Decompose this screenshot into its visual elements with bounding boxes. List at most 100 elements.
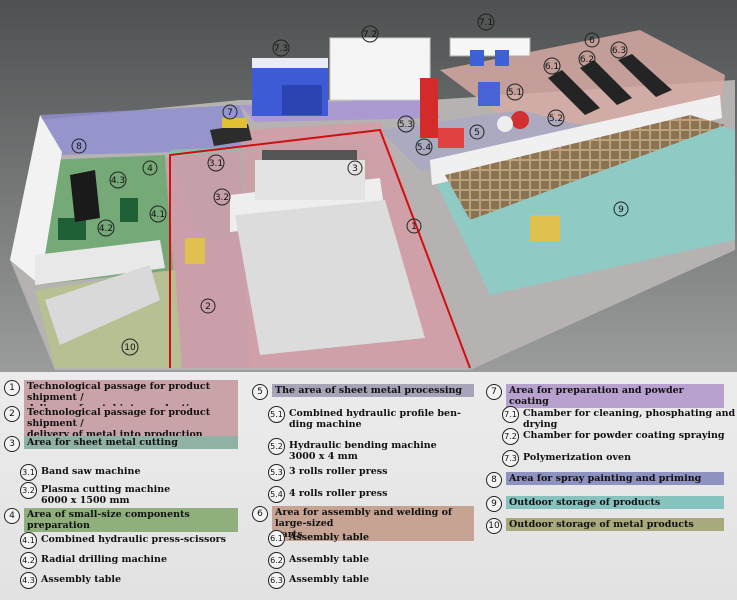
callout-circle — [547, 109, 565, 127]
legend-number: 5.2 — [268, 438, 285, 455]
callout-circle — [543, 57, 561, 75]
callout-label: 7.1 — [479, 18, 493, 28]
callout-circle — [200, 298, 216, 314]
legend-number: 6 — [252, 506, 268, 522]
legend-subitem: 6.3 Assembly table — [268, 572, 369, 589]
legend-number: 7.3 — [502, 450, 519, 467]
callout-label: 4.2 — [99, 224, 113, 234]
forklift — [185, 238, 205, 264]
legend-number: 9 — [486, 496, 502, 512]
callout-label: 6.1 — [545, 62, 559, 72]
legend-subitem: 7.3 Polymerization oven — [502, 450, 631, 467]
wall-left — [10, 115, 62, 285]
callout-label: 5.3 — [399, 120, 413, 130]
legend-number: 10 — [486, 518, 502, 534]
workshop-3d-layout: 1233.13.244.14.24.355.15.25.35.466.16.26… — [0, 0, 737, 372]
legend-number: 3.2 — [20, 482, 37, 499]
callout-circle — [71, 138, 87, 154]
legend-item: 10 Outdoor storage of metal products — [486, 518, 724, 534]
legend-subitem: 6.2 Assembly table — [268, 552, 369, 569]
legend-number: 5.1 — [268, 406, 285, 423]
wall-divider — [35, 240, 165, 285]
callout-label: 9 — [618, 205, 624, 215]
legend-label: Combined hydraulic press-scissors — [41, 534, 227, 545]
callout-circle — [272, 39, 290, 57]
callout-label: 6.2 — [580, 55, 594, 65]
legend-label: Band saw machine — [41, 466, 141, 477]
legend-number: 7.2 — [502, 428, 519, 445]
callout-circle — [142, 160, 158, 176]
metal-sheet-stack-1 — [235, 200, 425, 355]
callout-label: 10 — [124, 343, 136, 353]
callout-label: 3.2 — [215, 193, 229, 203]
legend-label: Chamber for powder coating spraying — [523, 430, 725, 441]
callout-circle — [610, 41, 628, 59]
callout-circle — [469, 124, 485, 140]
legend-number: 6.3 — [268, 572, 285, 589]
legend-label: Area of small-size components preparatio… — [24, 508, 238, 532]
legend-number: 5.3 — [268, 464, 285, 481]
callout-label: 1 — [411, 222, 417, 232]
legend-number: 4 — [4, 508, 20, 524]
callout-circle — [109, 171, 127, 189]
legend-number: 8 — [486, 472, 502, 488]
legend-number: 5.4 — [268, 486, 285, 503]
assembly-table-6-3 — [618, 54, 672, 97]
legend-subitem: 5.4 4 rolls roller press — [268, 486, 387, 503]
legend-number: 6.1 — [268, 530, 285, 547]
callout-label: 3 — [352, 164, 358, 174]
legend-label: Chamber for cleaning, phosphating and dr… — [523, 408, 736, 430]
legend-label: Area for sheet metal cutting — [24, 436, 238, 449]
callout-circle — [477, 13, 495, 31]
legend-label: 4 rolls roller press — [289, 488, 388, 499]
legend-label: 3 rolls roller press — [289, 466, 388, 477]
legend-label: Polymerization oven — [523, 452, 631, 463]
callout-label: 4 — [147, 164, 153, 174]
callout-circle — [121, 338, 139, 356]
legend-label: Outdoor storage of metal products — [506, 518, 724, 531]
forklift-outdoor — [530, 215, 560, 241]
callout-markers: 1233.13.244.14.24.355.15.25.35.466.16.26… — [71, 13, 629, 356]
press-scissors — [120, 198, 138, 222]
metal-sheet-stack-10 — [45, 265, 160, 345]
callout-circle — [415, 138, 433, 156]
callout-circle — [361, 25, 379, 43]
assembly-table-4-3 — [70, 170, 100, 222]
callout-circle — [207, 154, 225, 172]
legend-number: 2 — [4, 406, 20, 422]
legend-number: 4.1 — [20, 532, 37, 549]
legend-label: Assembly table — [41, 574, 122, 585]
callout-label: 4.3 — [111, 176, 125, 186]
zone-6 — [440, 30, 725, 130]
callout-circle — [406, 218, 422, 234]
assembly-table-6-1 — [548, 70, 600, 115]
legend-label: Assembly table — [289, 554, 370, 565]
legend-number: 3 — [4, 436, 20, 452]
callout-circle — [584, 32, 600, 48]
callout-circle — [213, 188, 231, 206]
callout-circle — [97, 219, 115, 237]
legend-number: 6.2 — [268, 552, 285, 569]
legend-label: Assembly table — [289, 574, 370, 585]
legend-label: Combined hydraulic profile ben- ding mac… — [289, 408, 461, 430]
callout-label: 5.1 — [508, 88, 522, 98]
legend-label: Hydraulic bending machine 3000 x 4 mm — [289, 440, 437, 462]
legend-number: 4.2 — [20, 552, 37, 569]
callout-label: 5 — [474, 128, 480, 138]
callout-label: 8 — [76, 142, 82, 152]
callout-label: 3.1 — [209, 159, 223, 169]
legend-subitem: 5.3 3 rolls roller press — [268, 464, 387, 481]
product-storage-racks — [445, 115, 725, 220]
